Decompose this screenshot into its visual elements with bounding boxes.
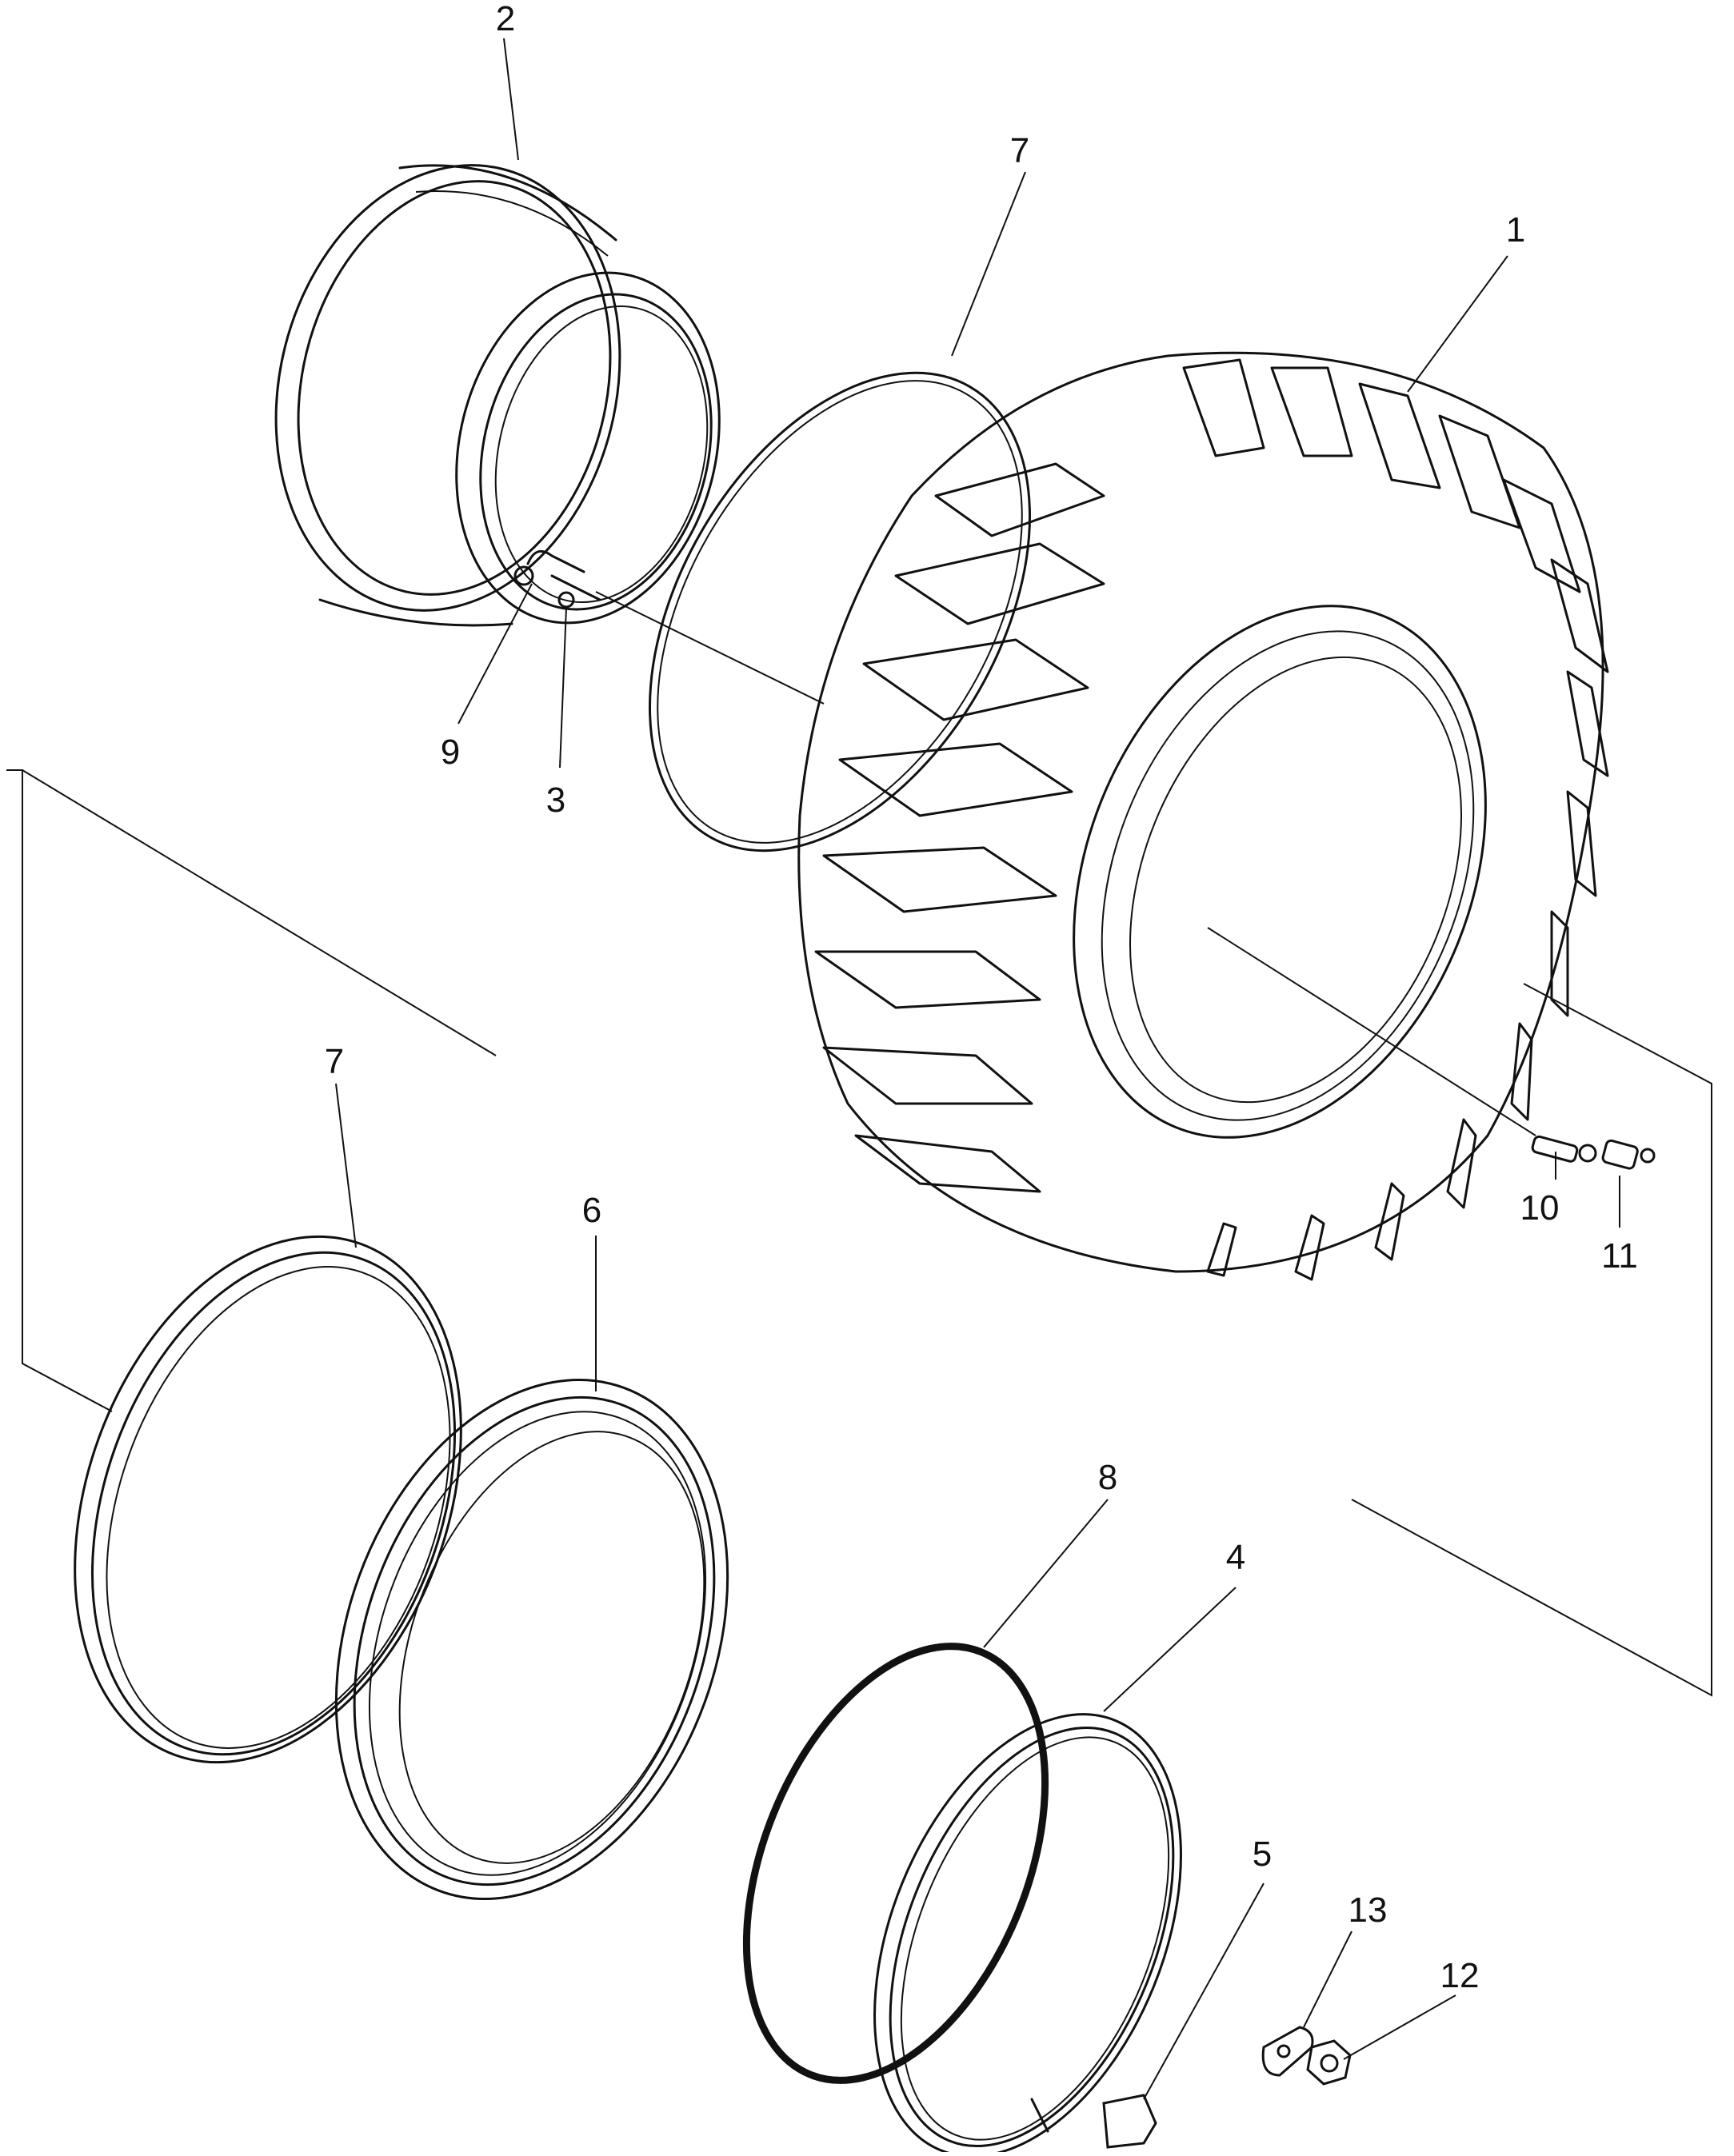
callout-13: 13 — [1348, 1890, 1388, 1930]
callout-12: 12 — [1440, 1956, 1480, 1995]
callout-1: 1 — [1506, 210, 1525, 250]
callout-labels: 1 2 3 4 5 6 7 7 8 9 10 11 12 13 — [325, 0, 1638, 1995]
callout-3: 3 — [546, 781, 565, 820]
callout-4: 4 — [1226, 1538, 1245, 1577]
callout-7-lower: 7 — [325, 1042, 344, 1081]
assembly-lines — [6, 769, 1712, 1697]
small-hardware — [1102, 2026, 1352, 2149]
o-ring-bold — [742, 1643, 1049, 2084]
callout-5: 5 — [1253, 1835, 1272, 1874]
callout-11: 11 — [1601, 1236, 1638, 1276]
wheel-rim — [274, 164, 721, 627]
flange-ring — [334, 1379, 729, 1900]
lock-ring — [873, 1713, 1182, 2156]
callout-7-upper: 7 — [1010, 131, 1029, 170]
side-ring-left — [74, 1235, 462, 1764]
callout-2: 2 — [496, 0, 515, 38]
o-ring-upper — [649, 371, 1031, 852]
callout-8: 8 — [1098, 1458, 1117, 1497]
callout-10: 10 — [1520, 1188, 1560, 1228]
callout-9: 9 — [441, 733, 460, 772]
leader-lines — [335, 38, 1620, 2100]
callout-6: 6 — [582, 1191, 601, 1230]
tire — [797, 351, 1656, 1281]
